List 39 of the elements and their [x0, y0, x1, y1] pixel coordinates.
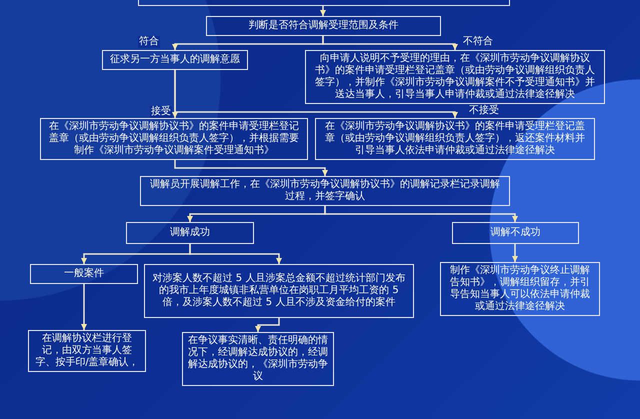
connector-arrow [81, 284, 87, 330]
box-text: 征求另一方当事人的调解意愿 [110, 54, 240, 66]
process-box [140, 176, 510, 206]
process-box [440, 262, 600, 316]
box-text: 调解员开展调解工作，在《深圳市劳动争议调解协议书》的调解记录栏记录调解过程，并签字确认 [149, 179, 501, 203]
box-text: 调解成功 [170, 227, 210, 239]
edge-label: 接受 [150, 106, 172, 118]
box-text: 在《深圳市劳动争议调解协议书》的案件申请受理栏登记盖章（或由劳动争议调解组织负责人签字），返还案件材料并引导当事人依法申请仲裁或通过法律途径解决 [324, 121, 586, 157]
edge-label: 不接受 [468, 105, 500, 117]
box-text: 对涉案人数不超过 5 人且涉案总金额不超过统计部门发布的我市上年度城镇非私营单位在岗职工月平均工资的 5 倍，及涉案人数不超过 5 人且不涉及资金给付的案件 [152, 273, 406, 309]
connector-arrow [322, 36, 458, 50]
connector-arrow [324, 206, 518, 222]
box-text: 一般案件 [64, 268, 104, 280]
process-box [126, 222, 254, 244]
connector-arrow [189, 244, 282, 264]
process-box [40, 118, 308, 160]
connector-arrow [512, 244, 518, 262]
process-box [315, 118, 595, 160]
process-box [182, 332, 334, 386]
box-text: 判断是否符合调解受理范围及条件 [248, 20, 398, 32]
box-text: 在《深圳市劳动争议调解协议书》的案件申请受理栏登记盖章（或由劳动争议调解组织负责人签字），并根据需要制作《深圳市劳动争议调解案件受理通知书》 [48, 121, 300, 157]
process-box [102, 50, 248, 70]
edge-label: 不符合 [462, 36, 494, 48]
process-box [28, 330, 146, 372]
box-text: 向申请人说明不予受理的理由，在《深圳市劳动争议调解协议书》的案件申请受理栏登记盖章（或由劳动争议调解组织负责人签字），并制作《深圳市劳动争议调解案件不予受理通知书》并送达当事人，引导当事人申请仲裁或通过法律途径解决 [314, 53, 596, 101]
connector-arrow [174, 160, 328, 176]
connector-arrow [320, 6, 326, 16]
process-box [30, 264, 138, 284]
connector-arrow [255, 318, 280, 332]
process-box [452, 222, 579, 244]
decision-box [206, 16, 441, 36]
process-box [305, 50, 605, 104]
process-box [144, 264, 414, 318]
box-text: 在调解协议栏进行登记，由双方当事人签字、按手印/盖章确认， [34, 333, 140, 369]
edge-label: 符合 [138, 36, 160, 48]
connector-arrow [174, 70, 458, 118]
box-text: 调解不成功 [490, 227, 540, 239]
box-text: 在争议事实清晰、责任明确的情况下，经调解达成协议的，经调解达成协议的，《深圳市劳动争议 [188, 335, 328, 383]
box-text: 制作《深圳市劳动争议终止调解告知书》，调解组织留存，并引导告知当事人可以依法申请仲裁或通过法律途径解决 [449, 265, 591, 313]
